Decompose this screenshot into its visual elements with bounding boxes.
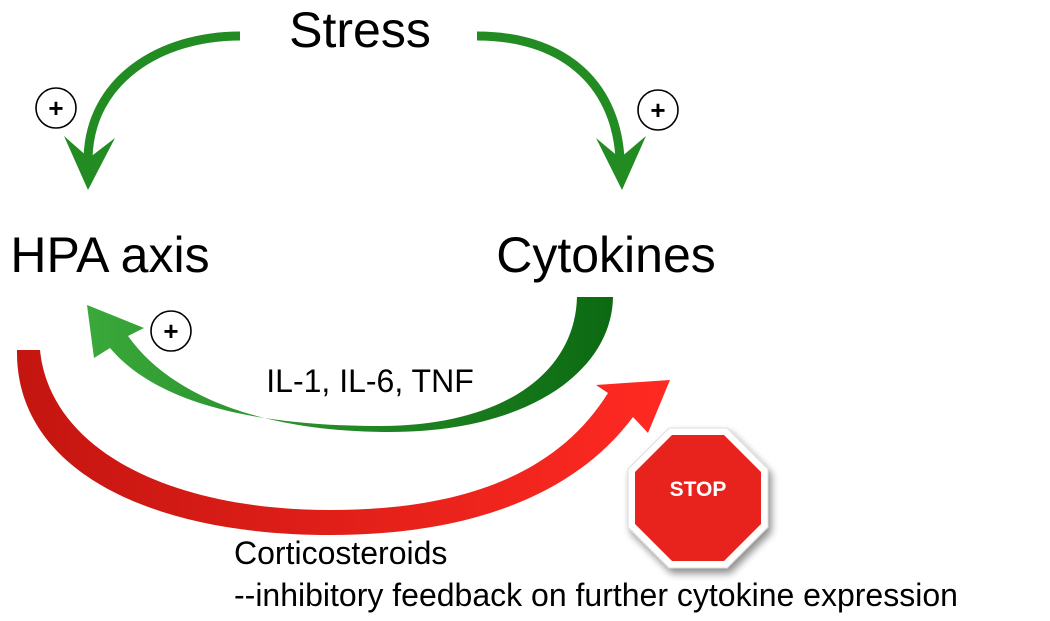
- hpa-axis-label: HPA axis: [10, 227, 209, 283]
- plus-sign: +: [163, 316, 178, 346]
- plus-badge-cytokines-hpa: +: [150, 310, 192, 352]
- plus-sign: +: [48, 93, 63, 123]
- plus-badge-stress-hpa: +: [35, 87, 77, 129]
- cytokine-list-label: IL-1, IL-6, TNF: [266, 363, 473, 399]
- corticosteroids-label: Corticosteroids: [234, 535, 447, 571]
- cytokines-label: Cytokines: [496, 227, 716, 283]
- feedback-description: --inhibitory feedback on further cytokin…: [234, 577, 958, 613]
- corticosteroid-feedback-arrow: [16, 350, 671, 535]
- stop-sign: STOP: [627, 427, 769, 569]
- stress-to-cytokines-arrow: [476, 31, 646, 190]
- stress-label: Stress: [289, 2, 431, 58]
- stop-sign-text: STOP: [670, 478, 727, 501]
- plus-badge-stress-cytokines: +: [637, 89, 679, 131]
- stress-to-hpa-arrow: [64, 31, 241, 190]
- plus-sign: +: [650, 95, 665, 125]
